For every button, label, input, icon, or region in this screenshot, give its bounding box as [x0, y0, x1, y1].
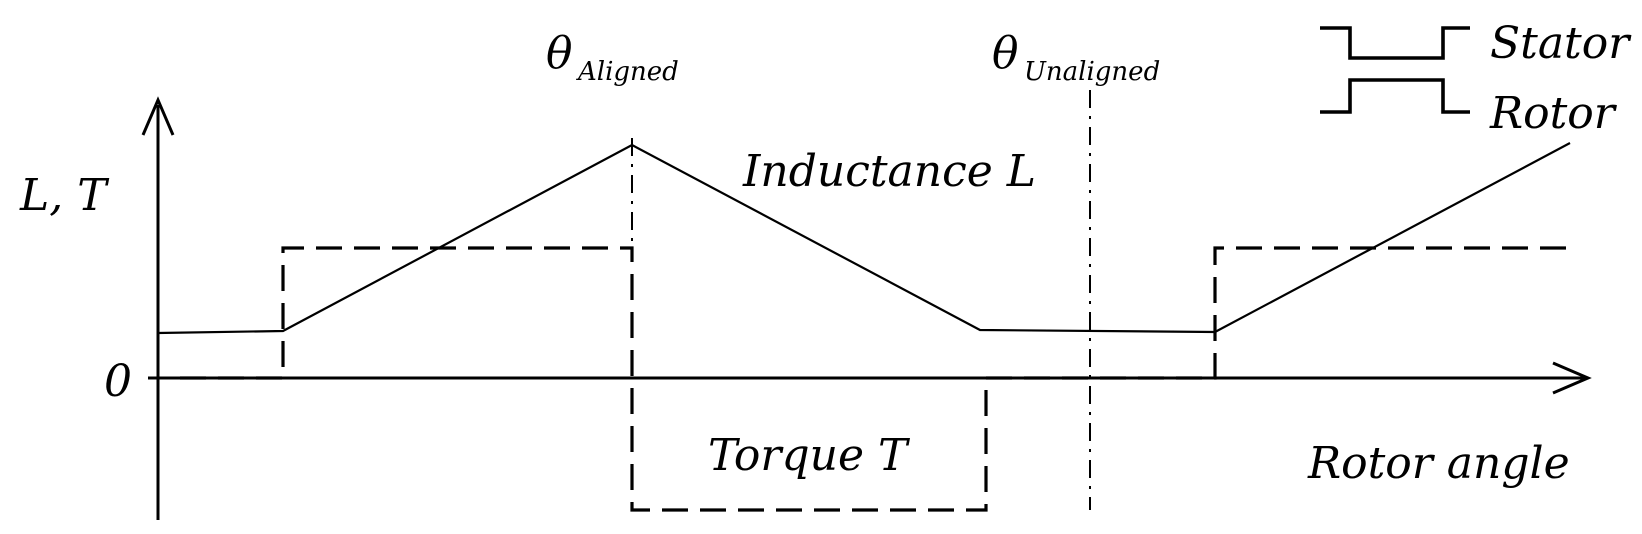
inductance-label: Inductance L [742, 146, 1036, 197]
legend-stator-label: Stator [1490, 18, 1632, 69]
torque-curve [180, 246, 1570, 512]
inductance-curve [157, 142, 1571, 335]
origin-label: 0 [104, 356, 132, 407]
stator-legend-symbol [1320, 26, 1470, 60]
legend-rotor-label: Rotor [1489, 88, 1618, 139]
y-axis-arrowhead [141, 96, 175, 136]
torque-label: Torque T [708, 430, 911, 481]
y-axis-label: L, T [19, 170, 110, 221]
rotor-legend-symbol [1320, 78, 1470, 114]
unaligned-subscript: Unaligned [1024, 57, 1160, 87]
aligned-subscript: Aligned [576, 57, 679, 87]
unaligned-theta-symbol: θ [992, 28, 1019, 79]
aligned-theta-symbol: θ [546, 28, 573, 79]
x-axis-arrowhead [1552, 361, 1592, 395]
x-axis-label: Rotor angle [1307, 438, 1570, 489]
